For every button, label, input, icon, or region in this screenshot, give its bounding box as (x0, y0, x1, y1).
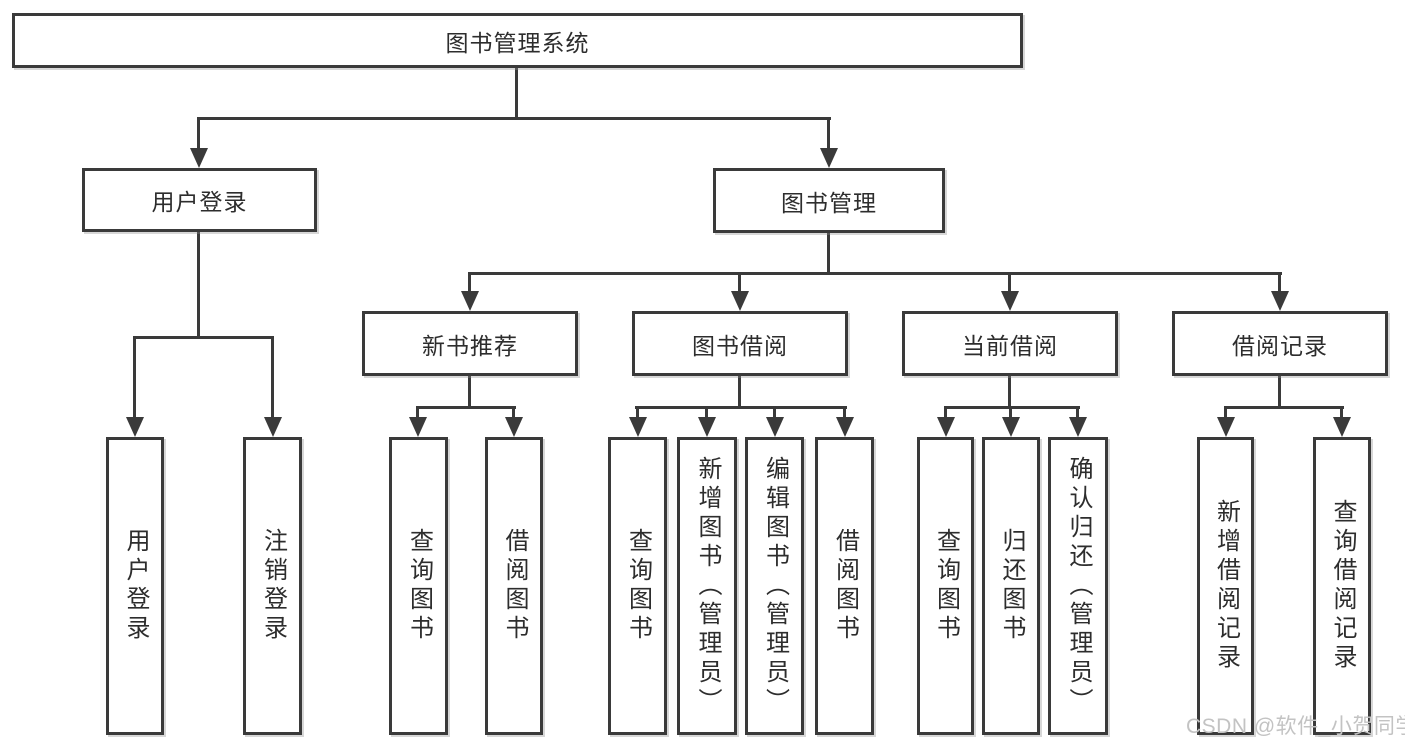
connector-cb-stem (1008, 376, 1011, 408)
node-label: 借阅图书 (831, 528, 859, 644)
node-leaf-bb-edit-books-admin: 编辑图书（管理员） (745, 437, 804, 735)
node-label: 图书管理系统 (445, 29, 590, 56)
node-label: 查询图书 (624, 528, 652, 644)
node-book-management: 图书管理 (713, 168, 945, 233)
arrowhead-br-leaf2 (1333, 417, 1351, 437)
connector-bb-leaf1-drop (636, 406, 639, 419)
arrowhead-nbr-leaf2 (505, 417, 523, 437)
arrowhead-cb-leaf1 (937, 417, 955, 437)
node-leaf-bb-add-books-admin: 新增图书（管理员） (677, 437, 737, 735)
node-new-book-recommend: 新书推荐 (362, 311, 578, 376)
node-label: 图书管理 (781, 189, 877, 216)
connector-bb-leaf2-drop (705, 406, 708, 419)
arrowhead-bb-leaf2 (698, 417, 716, 437)
arrowhead-bb-leaf4 (836, 417, 854, 437)
node-label: 确认归还（管理员） (1065, 455, 1092, 717)
connector-book-borrow-drop (738, 272, 741, 293)
connector-book-mgmt-branch (468, 272, 1282, 275)
node-label: 借阅记录 (1232, 332, 1328, 359)
node-label: 当前借阅 (962, 332, 1058, 359)
connector-br-leaf1-drop (1224, 406, 1227, 419)
connector-book-mgmt-stem (827, 233, 830, 274)
connector-nbr-branch (416, 406, 516, 409)
node-label: 新增借阅记录 (1212, 499, 1240, 673)
connector-user-login-drop (197, 117, 200, 148)
connector-nbr-stem (468, 376, 471, 408)
connector-root-branch (197, 117, 831, 120)
node-label: 查询借阅记录 (1329, 499, 1356, 673)
node-leaf-cb-return-books: 归还图书 (982, 437, 1040, 735)
node-leaf-cb-query-books: 查询图书 (917, 437, 974, 735)
arrowhead-cb-leaf2 (1002, 417, 1020, 437)
connector-cb-branch (944, 406, 1080, 409)
node-leaf-br-query-record: 查询借阅记录 (1313, 437, 1371, 735)
connector-nbr-leaf1-drop (416, 406, 419, 419)
node-label: 图书借阅 (692, 332, 788, 359)
node-label: 编辑图书（管理员） (761, 455, 789, 717)
connector-login-leaf-drop (133, 336, 136, 418)
node-current-borrowing: 当前借阅 (902, 311, 1118, 376)
connector-cb-leaf3-drop (1076, 406, 1079, 419)
arrowhead-logout-leaf (264, 417, 282, 437)
arrowhead-login-leaf (126, 417, 144, 437)
connector-bb-leaf3-drop (773, 406, 776, 419)
arrowhead-book-borrow (731, 291, 749, 311)
connector-cb-leaf2-drop (1009, 406, 1012, 419)
arrowhead-br-leaf1 (1217, 417, 1235, 437)
arrowhead-cb-leaf3 (1069, 417, 1087, 437)
connector-nbr-leaf2-drop (512, 406, 515, 419)
node-user-login: 用户登录 (82, 168, 317, 232)
arrowhead-user-login (190, 148, 208, 168)
node-label: 新增图书（管理员） (694, 455, 721, 717)
connector-bb-stem (738, 376, 741, 408)
csdn-watermark: CSDN @软件_小贺同学 (1186, 715, 1405, 738)
node-leaf-nbr-borrow-books: 借阅图书 (485, 437, 543, 735)
connector-user-login-stem (197, 232, 200, 339)
arrowhead-borrow-record (1271, 291, 1289, 311)
node-label: 注销登录 (259, 528, 287, 644)
arrowhead-book-mgmt (820, 148, 838, 168)
node-label: 新书推荐 (422, 332, 518, 359)
connector-borrow-record-drop (1278, 272, 1281, 293)
node-label: 归还图书 (998, 528, 1025, 644)
connector-new-book-drop (468, 272, 471, 293)
node-label: 用户登录 (122, 528, 149, 644)
node-label: 查询图书 (932, 528, 960, 644)
node-borrowing-records: 借阅记录 (1172, 311, 1388, 376)
connector-br-branch (1224, 406, 1344, 409)
node-leaf-bb-borrow-books: 借阅图书 (815, 437, 874, 735)
node-leaf-nbr-query-books: 查询图书 (389, 437, 448, 735)
arrowhead-bb-leaf1 (629, 417, 647, 437)
connector-logout-leaf-drop (271, 336, 274, 418)
connector-bb-branch (635, 406, 847, 409)
connector-user-login-branch (133, 336, 274, 339)
arrowhead-nbr-leaf1 (409, 417, 427, 437)
node-label: 用户登录 (151, 189, 248, 215)
node-label: 借阅图书 (501, 528, 528, 644)
node-leaf-br-add-record: 新增借阅记录 (1197, 437, 1254, 735)
connector-cb-leaf1-drop (944, 406, 947, 419)
node-leaf-user-login: 用户登录 (106, 437, 164, 735)
connector-bb-leaf4-drop (843, 406, 846, 419)
arrowhead-new-book (461, 291, 479, 311)
node-leaf-cb-confirm-return-admin: 确认归还（管理员） (1048, 437, 1108, 735)
node-library-management-system: 图书管理系统 (12, 13, 1023, 68)
connector-book-mgmt-drop (827, 117, 830, 148)
node-label: 查询图书 (405, 528, 433, 644)
node-book-borrowing: 图书借阅 (632, 311, 848, 376)
connector-br-leaf2-drop (1340, 406, 1343, 419)
arrowhead-current-borrow (1001, 291, 1019, 311)
node-leaf-logout: 注销登录 (243, 437, 302, 735)
node-leaf-bb-query-books: 查询图书 (608, 437, 667, 735)
connector-br-stem (1278, 376, 1281, 408)
connector-current-borrow-drop (1008, 272, 1011, 293)
arrowhead-bb-leaf3 (766, 417, 784, 437)
connector-root-stem (515, 68, 518, 120)
